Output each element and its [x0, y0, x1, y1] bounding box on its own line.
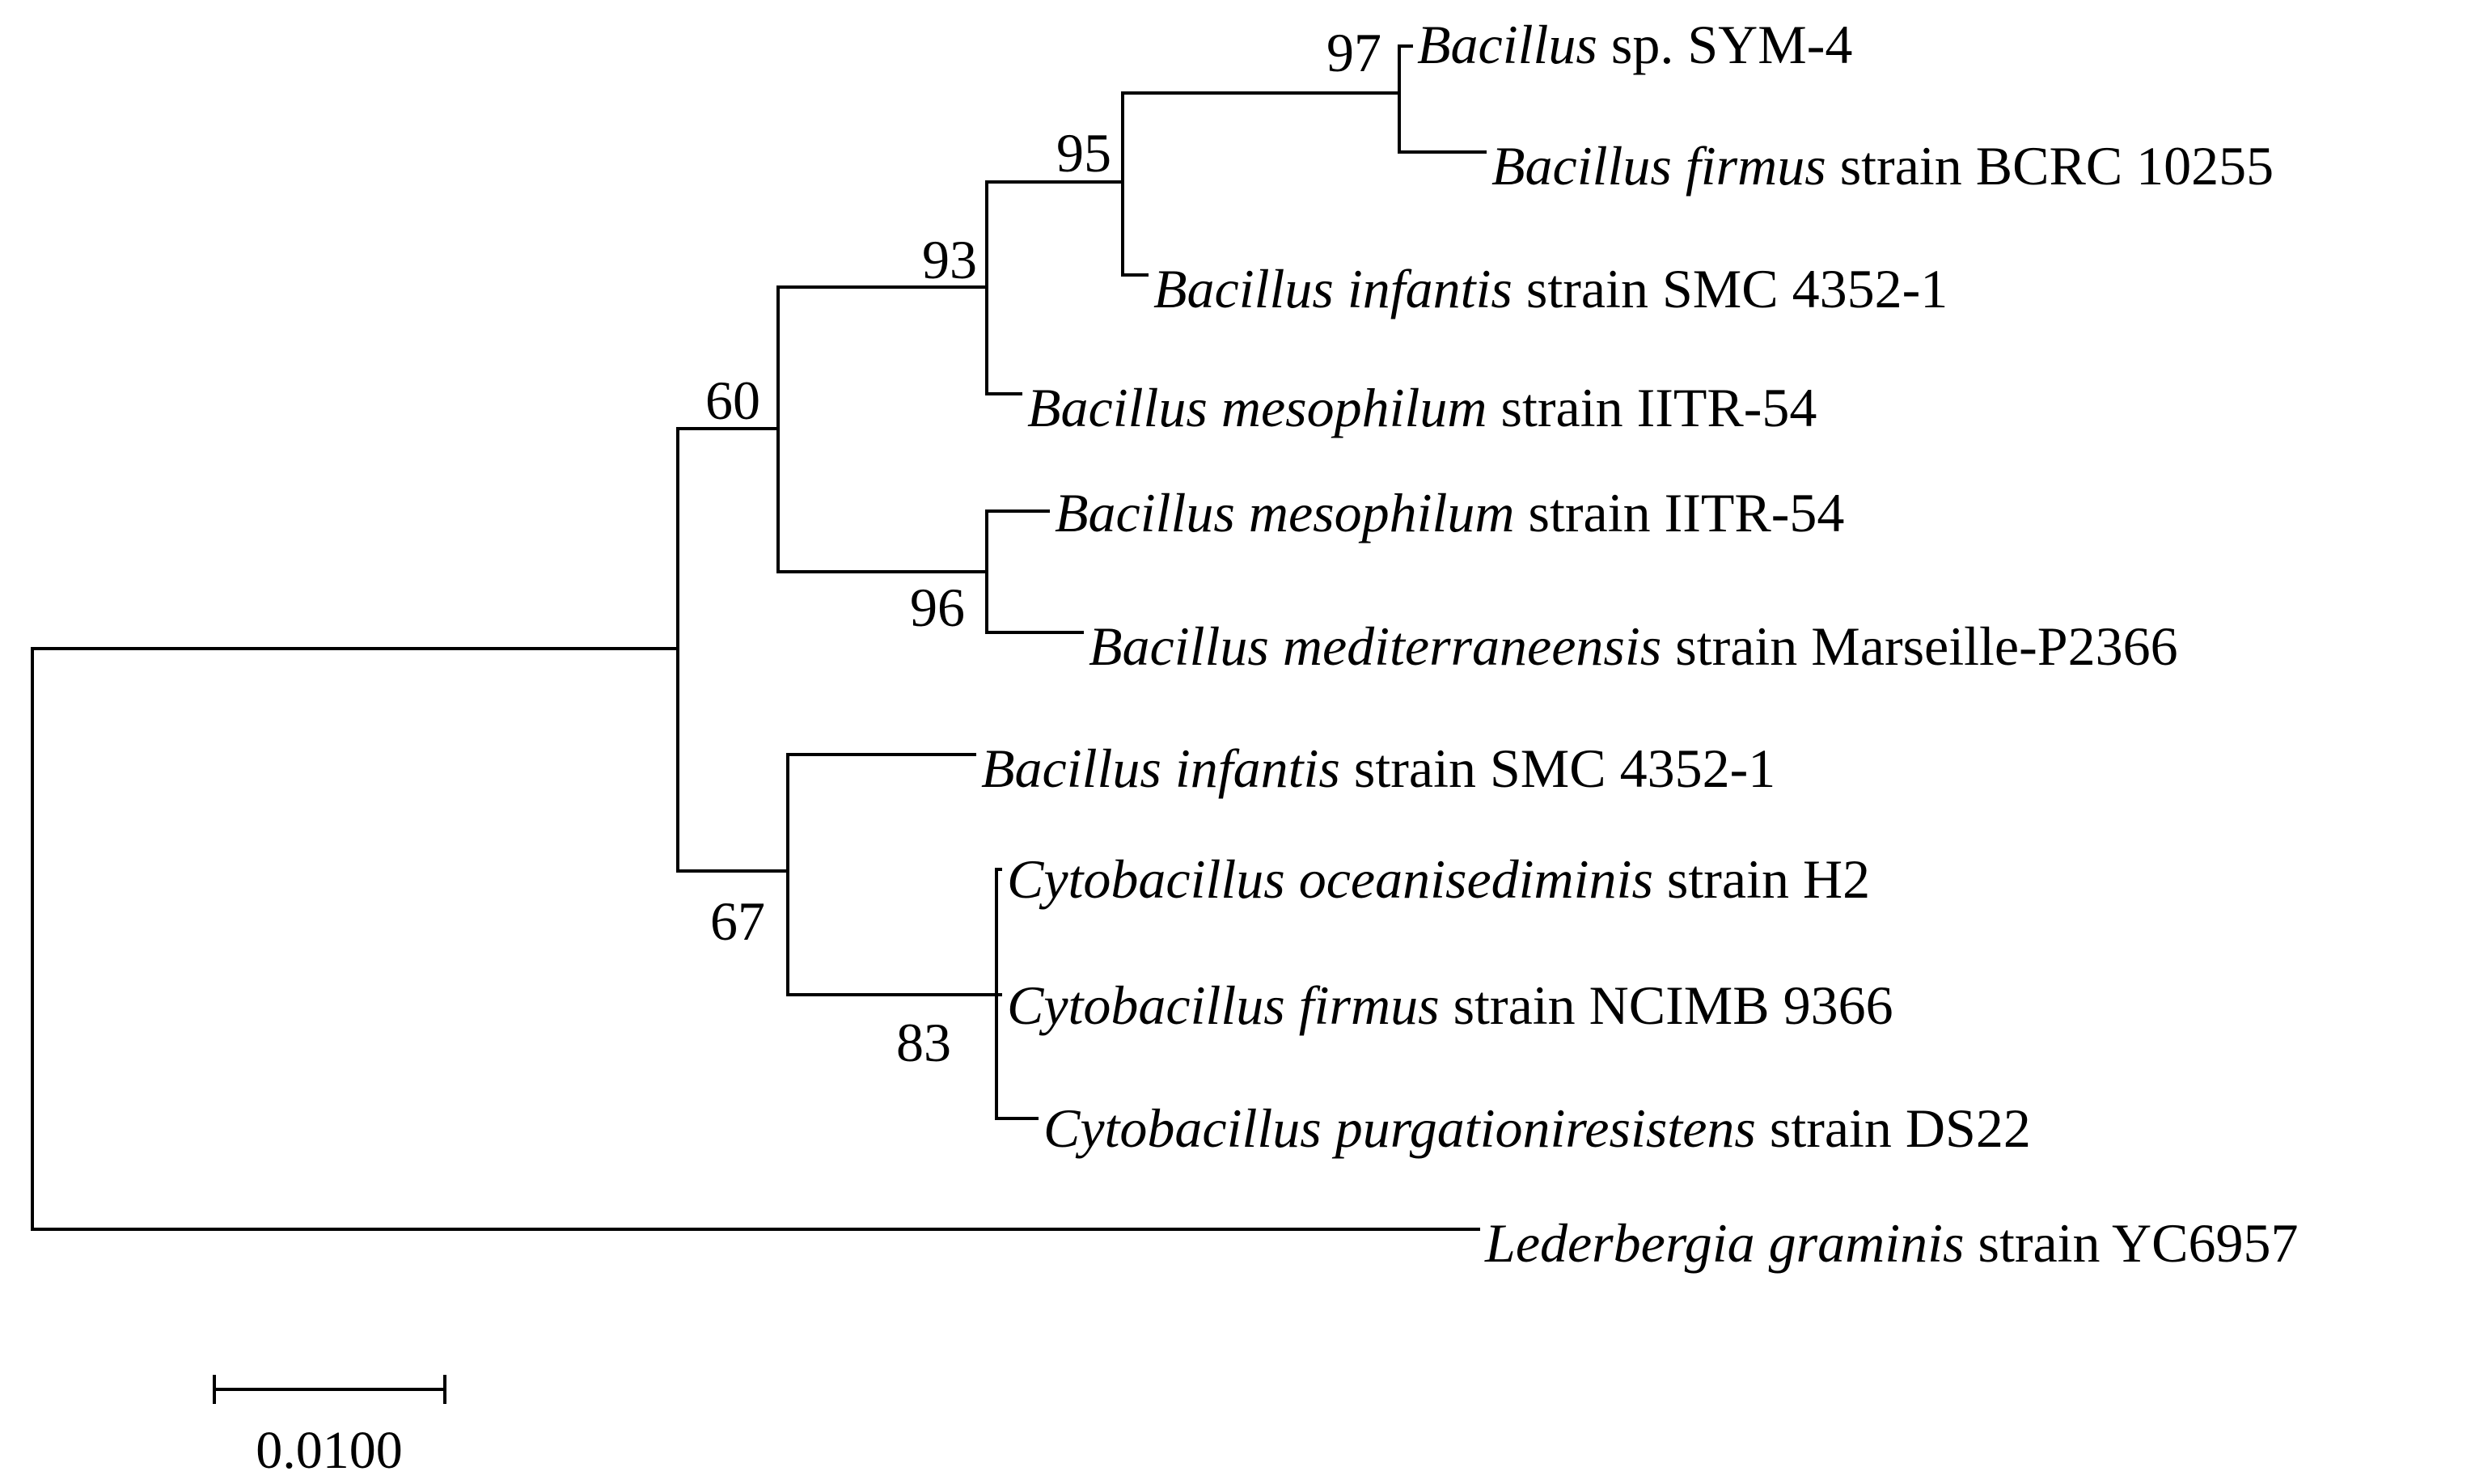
taxon-label: Bacillus mediterraneensis strain Marseil…	[1089, 615, 2178, 677]
bootstrap-values: 97 95 93 60 96 67 83	[705, 22, 1381, 1073]
bootstrap-67: 67	[710, 890, 765, 952]
taxon-label: Cytobacillus firmus strain NCIMB 9366	[1007, 975, 1893, 1036]
taxon-label: Lederbergia graminis strain YC6957	[1484, 1212, 2299, 1274]
tree-branches	[31, 44, 1487, 1231]
bootstrap-93: 93	[922, 229, 977, 290]
taxon-label: Cytobacillus oceanisediminis strain H2	[1007, 848, 1870, 910]
taxon-label: Bacillus mesophilum strain IITR-54	[1055, 482, 1844, 543]
taxon-label: Bacillus infantis strain SMC 4352-1	[1153, 258, 1948, 319]
taxon-label: Bacillus mesophilum strain IITR-54	[1027, 377, 1817, 438]
bootstrap-60: 60	[705, 370, 760, 431]
taxon-labels: Bacillus sp. SYM-4 Bacillus firmus strai…	[981, 14, 2299, 1274]
taxon-label: Cytobacillus purgationiresistens strain …	[1043, 1097, 2031, 1159]
taxon-label: Bacillus infantis strain SMC 4352-1	[981, 738, 1775, 799]
scale-bar: 0.0100	[213, 1375, 446, 1480]
bootstrap-83: 83	[896, 1012, 951, 1073]
taxon-label: Bacillus firmus strain BCRC 10255	[1491, 135, 2274, 197]
taxon-label: Bacillus sp. SYM-4	[1417, 14, 1852, 75]
scale-bar-label: 0.0100	[256, 1421, 403, 1480]
bootstrap-97: 97	[1326, 22, 1381, 83]
scale-bar-line	[213, 1375, 446, 1404]
bootstrap-96: 96	[910, 577, 965, 638]
bootstrap-95: 95	[1056, 122, 1111, 184]
